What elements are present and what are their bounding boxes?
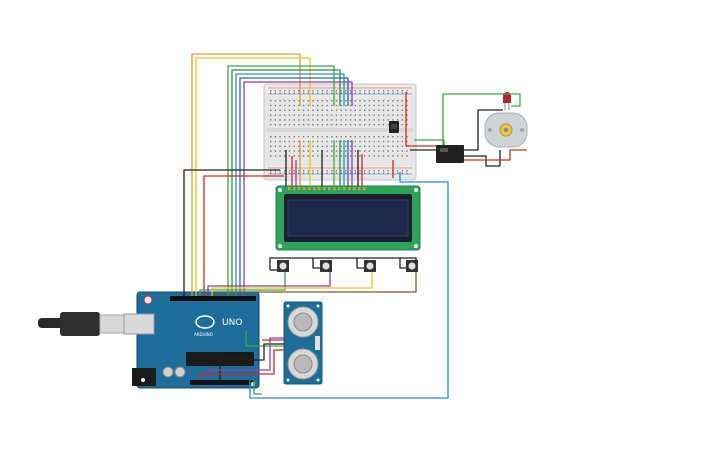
wire-purple	[243, 81, 353, 296]
ultrasonic-sensor-icon	[283, 301, 323, 385]
dc-motor-icon	[484, 112, 528, 148]
push-button-2[interactable]	[320, 260, 332, 272]
arduino-board-icon: UNO ARDUINO	[123, 291, 260, 389]
push-button-4[interactable]	[406, 260, 418, 272]
wire-orange	[191, 53, 301, 296]
led-icon	[503, 92, 511, 110]
transistor-icon	[389, 121, 399, 133]
wire-blue-relay	[249, 172, 449, 399]
wire-blue-1	[235, 73, 345, 296]
wire-blue-2	[239, 77, 349, 296]
arduino-brand-label: ARDUINO	[194, 332, 213, 337]
wires	[183, 53, 527, 399]
lcd-display-icon	[275, 185, 421, 251]
wire-red-vcc	[203, 175, 284, 296]
usb-cable-icon	[38, 312, 125, 336]
wire-relay-red	[405, 92, 436, 147]
arduino-model-label: UNO	[222, 318, 242, 328]
wire-black-gnd	[183, 169, 280, 296]
relay-module-icon	[436, 145, 464, 163]
push-button-1[interactable]	[277, 260, 289, 272]
wire-green-2	[231, 69, 341, 296]
push-button-3[interactable]	[364, 260, 376, 272]
wire-green-1	[227, 65, 335, 296]
